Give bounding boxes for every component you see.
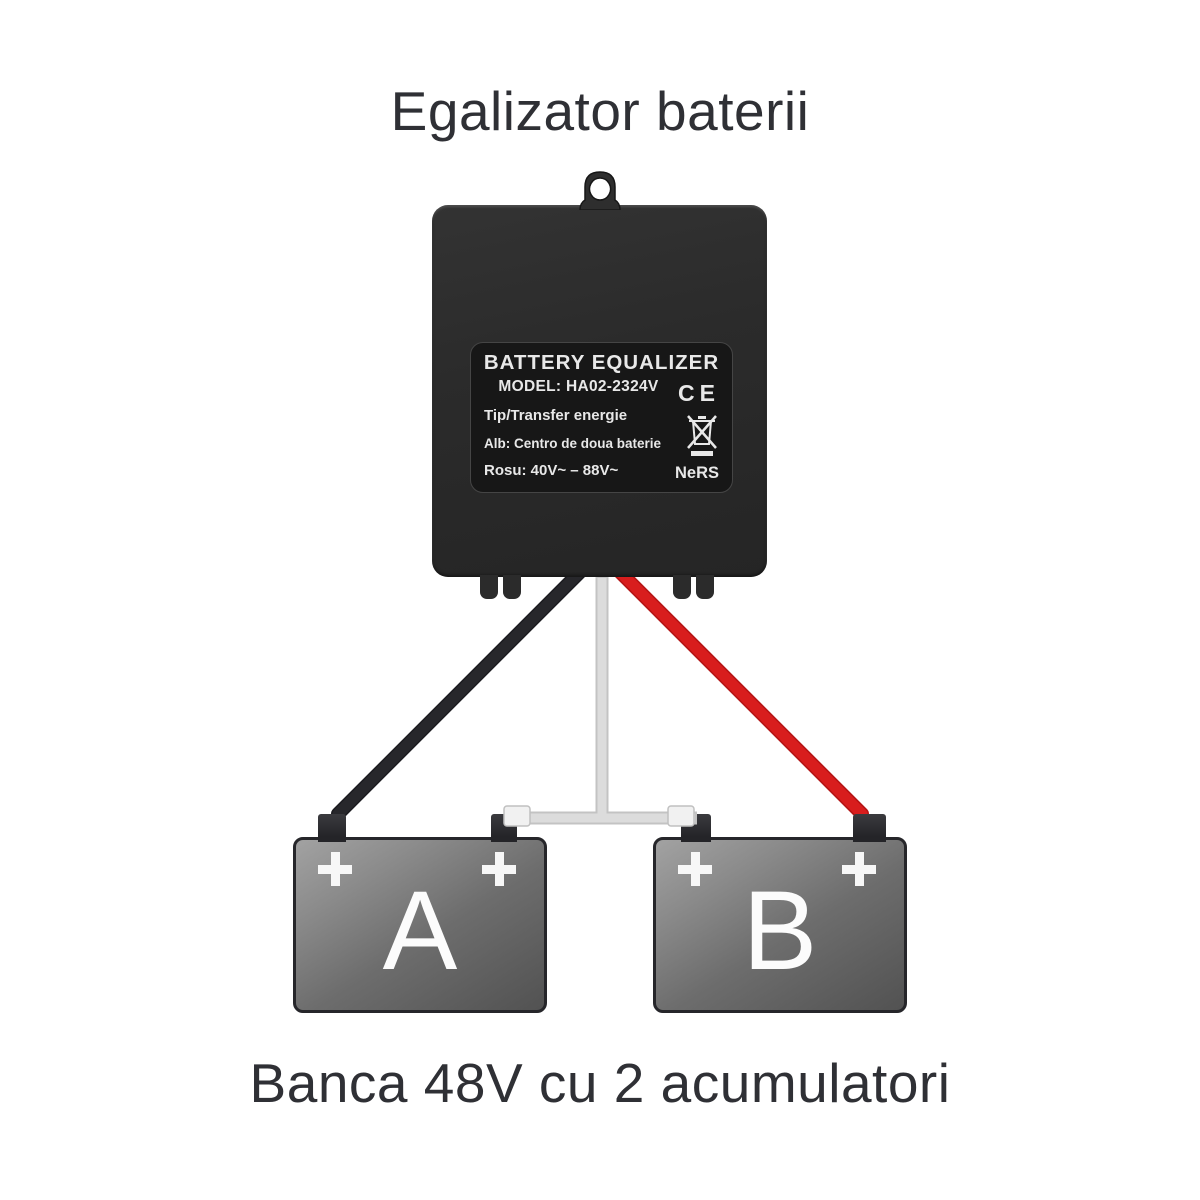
battery-b: B xyxy=(653,814,907,1013)
plus-icon xyxy=(678,852,712,886)
weee-bin-icon xyxy=(687,415,717,456)
label-white-wire-line: Alb: Centro de doua baterie xyxy=(484,436,662,451)
mounting-foot xyxy=(696,575,714,599)
mounting-foot xyxy=(480,575,498,599)
white-wire-lug-icon xyxy=(667,805,695,827)
plus-icon xyxy=(842,852,876,886)
ce-mark: CE xyxy=(678,380,720,406)
label-red-wire-line: Rosu: 40V~ – 88V~ xyxy=(484,462,619,479)
hanger-tab-icon xyxy=(579,171,621,210)
plus-icon xyxy=(482,852,516,886)
black-wire-icon xyxy=(332,560,592,820)
mounting-foot xyxy=(503,575,521,599)
label-type-line: Tip/Transfer energie xyxy=(484,407,628,424)
battery-a-left-terminal xyxy=(318,814,346,842)
label-model: MODEL: HA02-2324V xyxy=(498,378,659,395)
battery-a-label: A xyxy=(382,868,458,993)
equalizer-device: BATTERY EQUALIZER MODEL: HA02-2324V Tip/… xyxy=(432,171,767,599)
label-product-name: BATTERY EQUALIZER xyxy=(483,351,720,374)
battery-a: A xyxy=(293,814,547,1013)
plus-icon xyxy=(318,852,352,886)
page-title: Egalizator baterii xyxy=(390,80,810,142)
equalizer-label: BATTERY EQUALIZER MODEL: HA02-2324V Tip/… xyxy=(470,342,733,493)
mounting-foot xyxy=(673,575,691,599)
battery-b-right-terminal xyxy=(853,814,886,842)
rohs-text: NeRS xyxy=(674,464,719,482)
white-wire-icon xyxy=(511,578,695,823)
page-caption: Banca 48V cu 2 acumulatori xyxy=(249,1052,951,1114)
battery-b-label: B xyxy=(742,868,818,993)
red-wire-icon xyxy=(608,560,868,820)
white-wire-lug-icon xyxy=(503,805,531,827)
